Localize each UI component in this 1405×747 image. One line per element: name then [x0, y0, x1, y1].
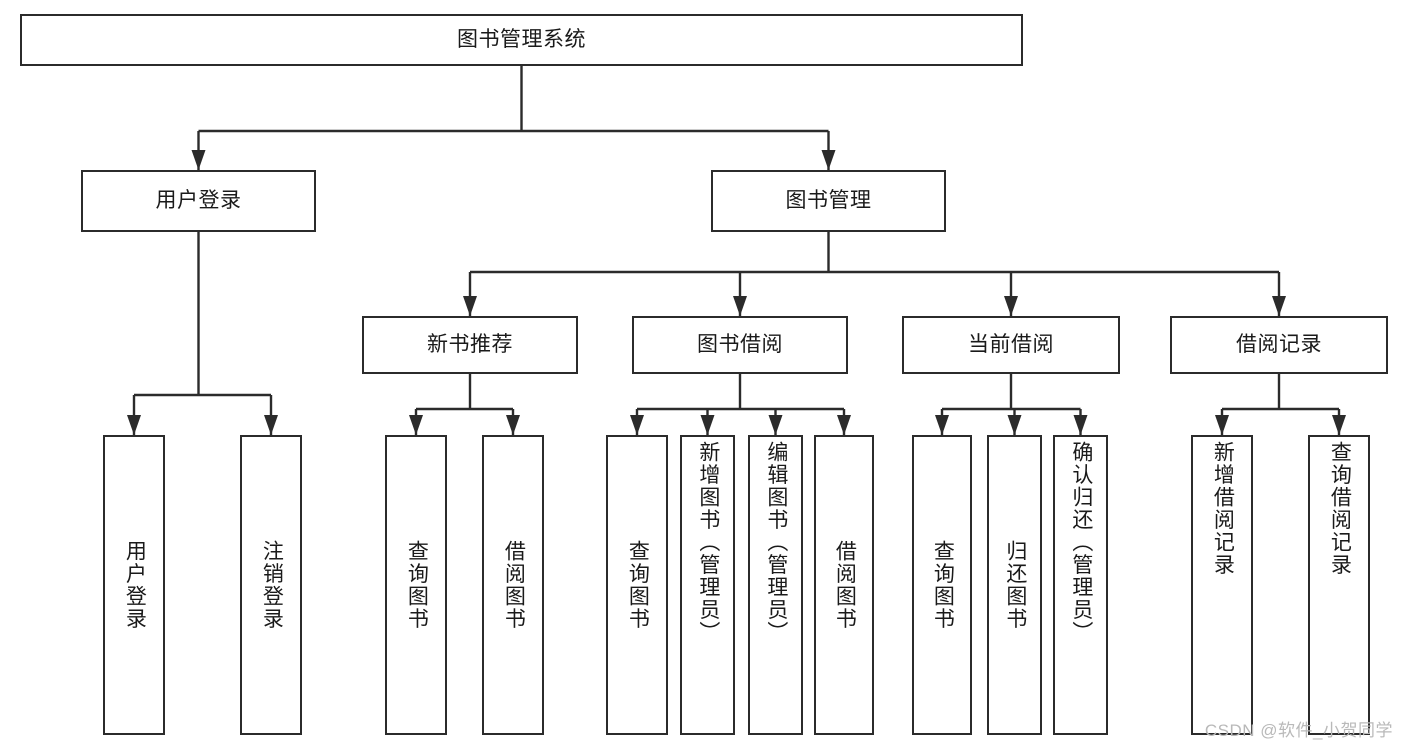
node-label: 查询图书	[405, 540, 429, 630]
node-leaf-new-2[interactable]: 借阅图书	[482, 435, 544, 735]
node-label: 借阅记录	[1236, 332, 1322, 356]
arrowhead-icon	[630, 415, 644, 435]
node-leaf-bor-4[interactable]: 借阅图书	[814, 435, 874, 735]
node-label: 确认归还（管理员）	[1069, 441, 1093, 644]
node-label: 新增借阅记录	[1211, 441, 1235, 576]
arrowhead-icon	[1073, 415, 1088, 435]
node-leaf-login-1[interactable]: 用户登录	[103, 435, 165, 735]
node-label: 查询图书	[626, 540, 650, 630]
node-label: 归还图书	[1003, 540, 1027, 630]
arrowhead-icon	[1332, 415, 1346, 435]
arrowhead-icon	[821, 150, 836, 170]
node-borrow[interactable]: 图书借阅	[632, 316, 848, 374]
node-leaf-new-1[interactable]: 查询图书	[385, 435, 447, 735]
arrowhead-icon	[1272, 296, 1286, 316]
node-label: 借阅图书	[833, 540, 857, 630]
node-root[interactable]: 图书管理系统	[20, 14, 1023, 66]
node-leaf-cur-2[interactable]: 归还图书	[987, 435, 1042, 735]
node-leaf-cur-1[interactable]: 查询图书	[912, 435, 972, 735]
arrowhead-icon	[409, 415, 423, 435]
node-label: 查询借阅记录	[1328, 441, 1352, 576]
node-leaf-bor-2[interactable]: 新增图书（管理员）	[680, 435, 735, 735]
node-bookmgmt[interactable]: 图书管理	[711, 170, 946, 232]
node-label: 图书管理系统	[457, 27, 586, 51]
arrowhead-icon	[1007, 415, 1022, 435]
arrowhead-icon	[768, 415, 783, 435]
node-label: 用户登录	[123, 540, 147, 630]
node-label: 新增图书（管理员）	[696, 441, 720, 644]
node-label: 新书推荐	[427, 332, 513, 356]
arrowhead-icon	[191, 150, 206, 170]
arrowhead-icon	[1004, 296, 1018, 316]
node-login[interactable]: 用户登录	[81, 170, 316, 232]
node-label: 当前借阅	[968, 332, 1054, 356]
arrowhead-icon	[733, 296, 747, 316]
watermark: CSDN @软件_小贺同学	[1204, 721, 1393, 740]
arrowhead-icon	[700, 415, 715, 435]
arrowhead-icon	[264, 415, 278, 435]
node-leaf-bor-3[interactable]: 编辑图书（管理员）	[748, 435, 803, 735]
arrowhead-icon	[463, 296, 477, 316]
node-records[interactable]: 借阅记录	[1170, 316, 1388, 374]
node-label: 图书管理	[785, 188, 872, 212]
arrowhead-icon	[935, 415, 949, 435]
node-leaf-cur-3[interactable]: 确认归还（管理员）	[1053, 435, 1108, 735]
node-leaf-bor-1[interactable]: 查询图书	[606, 435, 668, 735]
arrowhead-icon	[127, 415, 141, 435]
node-current[interactable]: 当前借阅	[902, 316, 1120, 374]
node-leaf-login-2[interactable]: 注销登录	[240, 435, 302, 735]
arrowhead-icon	[506, 415, 520, 435]
node-label: 图书借阅	[697, 332, 783, 356]
node-label: 借阅图书	[502, 540, 526, 630]
node-leaf-rec-1[interactable]: 新增借阅记录	[1191, 435, 1253, 735]
node-label: 编辑图书（管理员）	[764, 441, 788, 644]
arrowhead-icon	[837, 415, 851, 435]
node-newbook[interactable]: 新书推荐	[362, 316, 578, 374]
node-leaf-rec-2[interactable]: 查询借阅记录	[1308, 435, 1370, 735]
node-label: 查询图书	[931, 540, 955, 630]
arrowhead-icon	[1215, 415, 1229, 435]
node-label: 用户登录	[155, 188, 242, 212]
node-label: 注销登录	[260, 540, 284, 630]
